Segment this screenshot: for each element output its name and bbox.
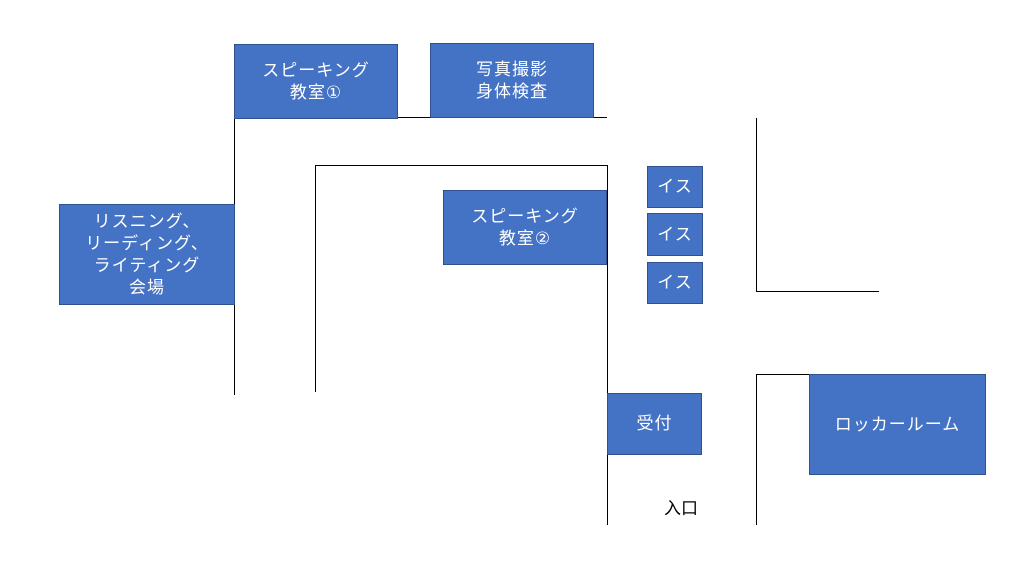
chair-1: イス xyxy=(647,166,703,208)
chair-2: イス xyxy=(647,213,703,256)
wall-right-lower-vertical xyxy=(756,374,757,525)
reception-desk: 受付 xyxy=(607,393,702,455)
wall-inner-top xyxy=(315,165,607,166)
wall-right-lower-horizontal xyxy=(756,374,811,375)
room-listening-reading-writing: リスニング、 リーディング、 ライティング 会場 xyxy=(59,204,235,305)
chair-3: イス xyxy=(647,262,703,304)
wall-right-upper-vertical xyxy=(756,118,757,292)
entrance-label: 入口 xyxy=(664,499,698,519)
room-speaking-2: スピーキング 教室② xyxy=(443,190,607,265)
wall-inner-right xyxy=(607,165,608,525)
room-speaking-1: スピーキング 教室① xyxy=(234,44,398,119)
room-photo-health-check: 写真撮影 身体検査 xyxy=(430,43,594,118)
locker-room: ロッカールーム xyxy=(809,374,986,475)
wall-top-corridor xyxy=(234,117,607,118)
wall-right-upper-horizontal xyxy=(756,291,879,292)
wall-inner-left xyxy=(315,165,316,392)
